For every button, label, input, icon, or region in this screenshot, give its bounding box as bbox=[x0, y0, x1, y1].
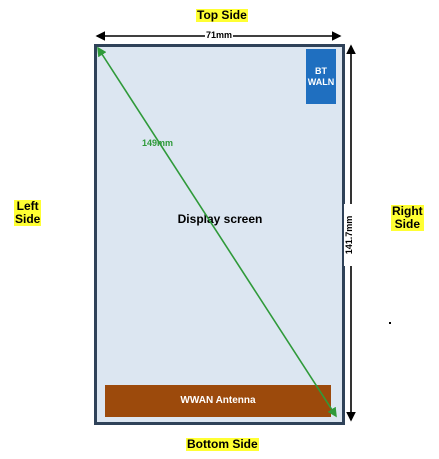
top-side-label: Top Side bbox=[196, 8, 248, 22]
left-side-label: Left Side bbox=[14, 199, 42, 226]
bottom-side-label: Bottom Side bbox=[186, 437, 259, 451]
stray-dot bbox=[389, 322, 391, 324]
width-dimension-label: 71mm bbox=[205, 30, 234, 40]
diagonal-dimension-line bbox=[97, 46, 337, 418]
height-dimension-label: 141.7mm bbox=[344, 204, 354, 266]
right-side-label: Right Side bbox=[391, 204, 424, 231]
diagonal-dimension-label: 149mm bbox=[142, 138, 174, 148]
